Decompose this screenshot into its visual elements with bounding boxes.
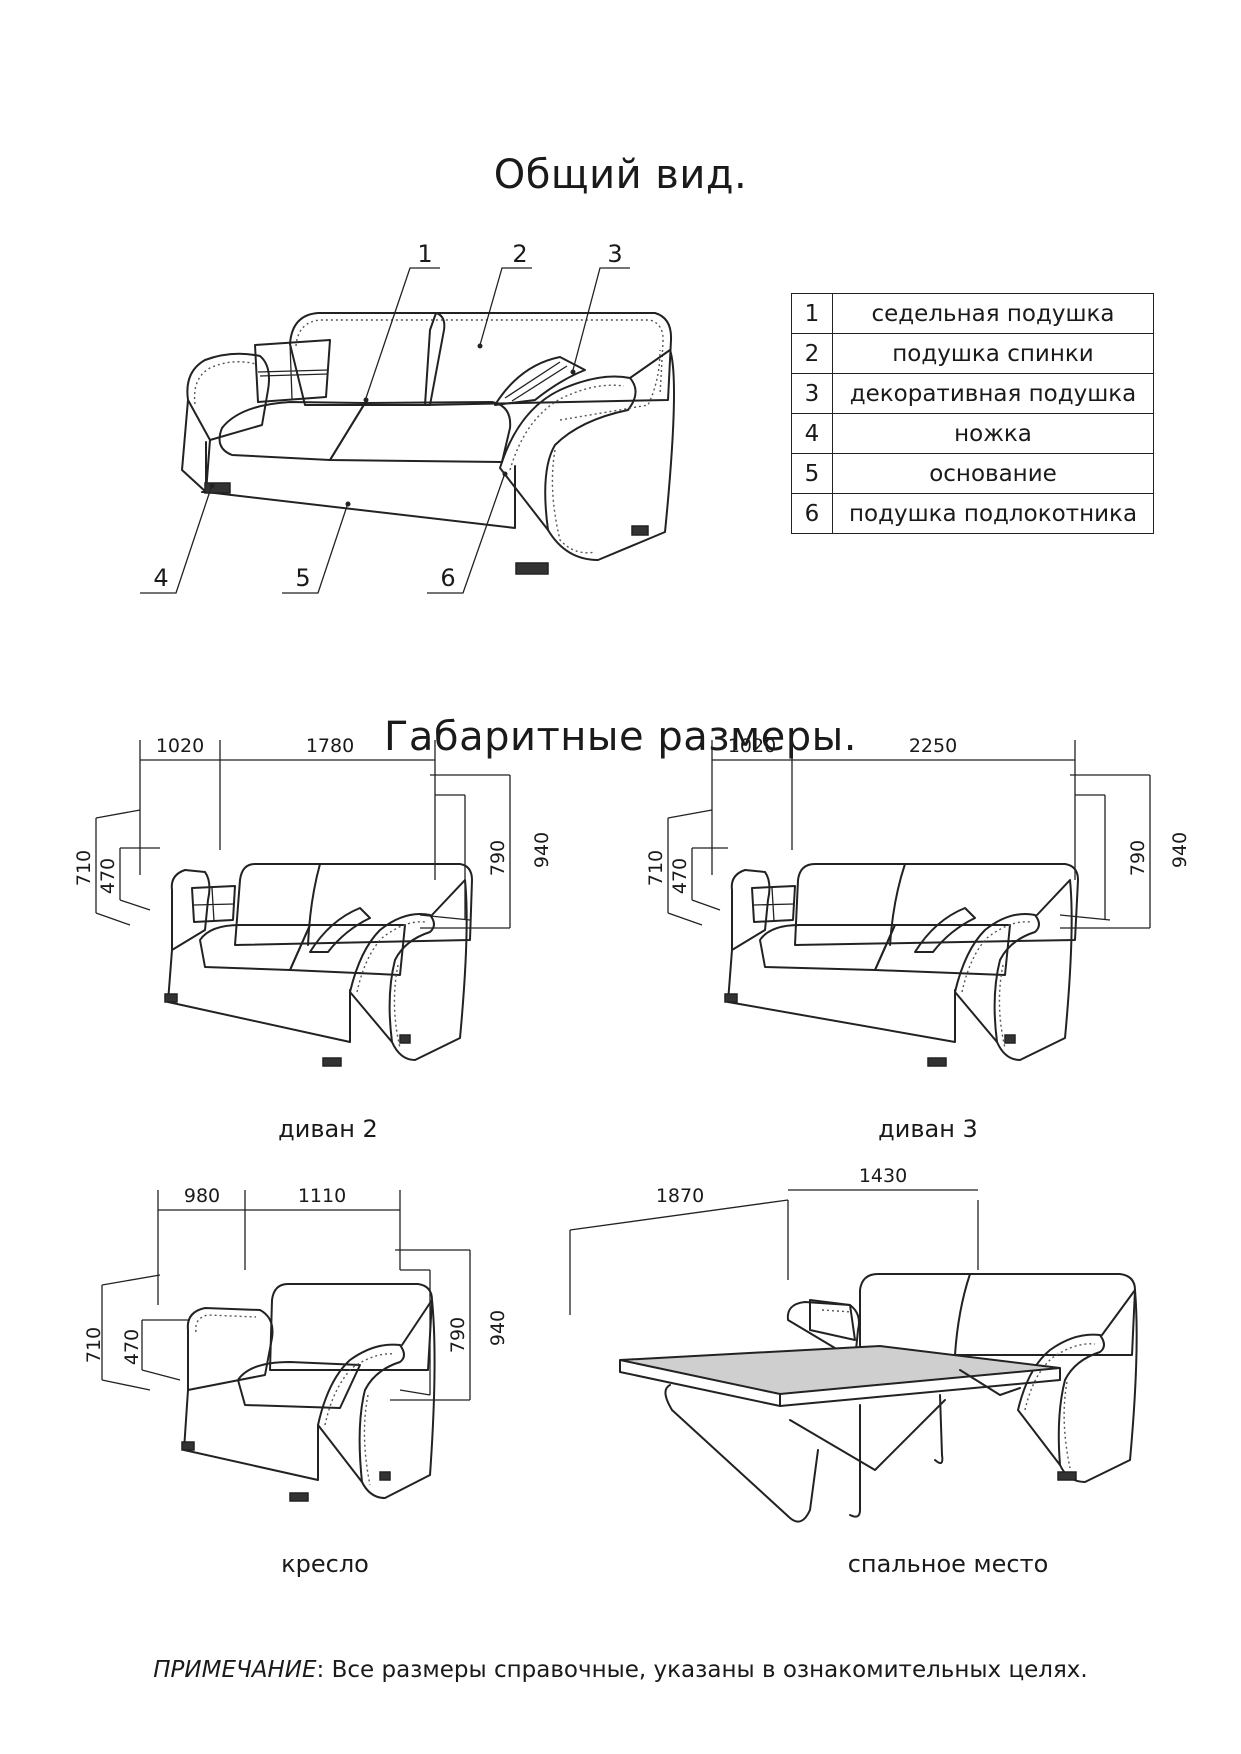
sofa3-arm-height-label: 710 xyxy=(645,850,667,886)
sofa3-caption: диван 3 xyxy=(878,1115,978,1143)
sofa-bed-dimension-drawing: 1870 1430 xyxy=(569,1165,1138,1523)
legend-num: 1 xyxy=(791,293,833,334)
note-label: ПРИМЕЧАНИЕ xyxy=(153,1657,317,1683)
armchair-dimension-drawing: 980 1110 710 470 790 940 xyxy=(83,1185,509,1502)
bed-length-label: 1870 xyxy=(656,1185,704,1207)
armchair-arm-height-label: 710 xyxy=(83,1327,105,1363)
callout-1: 1 xyxy=(417,240,432,268)
sofa3-depth-label: 1020 xyxy=(728,735,776,757)
legend-text: седельная подушка xyxy=(832,293,1154,334)
armchair-caption: кресло xyxy=(281,1550,369,1578)
sofa2-depth-label: 1020 xyxy=(156,735,204,757)
sofa2-caption: диван 2 xyxy=(278,1115,378,1143)
legend-num: 2 xyxy=(791,333,833,374)
sofa2-arm-height-label: 710 xyxy=(73,850,95,886)
legend-text: основание xyxy=(832,453,1154,494)
sofa3-dimension-drawing: 1020 2250 710 470 790 940 xyxy=(645,735,1191,1067)
dimensions-title: Габаритные размеры. xyxy=(384,714,857,760)
sofa3-back-height-label: 790 xyxy=(1127,840,1149,876)
sofa-overview-drawing: 1 2 3 4 5 6 xyxy=(140,240,675,594)
general-view-title: Общий вид. xyxy=(493,152,748,198)
note-text: ПРИМЕЧАНИЕ: Все размеры справочные, указ… xyxy=(0,1657,1241,1683)
legend-text: подушка спинки xyxy=(832,333,1154,374)
callout-4: 4 xyxy=(153,564,168,592)
sofa2-back-height-label: 790 xyxy=(487,840,509,876)
sofa3-width-label: 2250 xyxy=(909,735,957,757)
legend-num: 4 xyxy=(791,413,833,454)
sofa-bed-caption: спальное место xyxy=(847,1550,1049,1578)
sofa2-seat-height-label: 470 xyxy=(97,858,119,894)
callout-3: 3 xyxy=(607,240,622,268)
legend-text: подушка подлокотника xyxy=(832,493,1154,534)
armchair-width-label: 1110 xyxy=(298,1185,346,1207)
callout-6: 6 xyxy=(440,564,455,592)
sofa3-total-height-label: 940 xyxy=(1169,832,1191,868)
legend-text: ножка xyxy=(832,413,1154,454)
armchair-total-height-label: 940 xyxy=(487,1310,509,1346)
legend-num: 5 xyxy=(791,453,833,494)
bed-width-label: 1430 xyxy=(859,1165,907,1187)
armchair-depth-label: 980 xyxy=(184,1185,220,1207)
sofa3-seat-height-label: 470 xyxy=(669,858,691,894)
armchair-back-height-label: 790 xyxy=(447,1317,469,1353)
sofa2-width-label: 1780 xyxy=(306,735,354,757)
legend-text: декоративная подушка xyxy=(832,373,1154,414)
sofa2-dimension-drawing: 1020 1780 710 470 790 940 xyxy=(73,735,553,1067)
sofa2-total-height-label: 940 xyxy=(531,832,553,868)
note-body: : Все размеры справочные, указаны в озна… xyxy=(316,1657,1088,1683)
armchair-seat-height-label: 470 xyxy=(121,1329,143,1365)
callout-5: 5 xyxy=(295,564,310,592)
callout-2: 2 xyxy=(512,240,527,268)
legend-num: 6 xyxy=(791,493,833,534)
legend-num: 3 xyxy=(791,373,833,414)
